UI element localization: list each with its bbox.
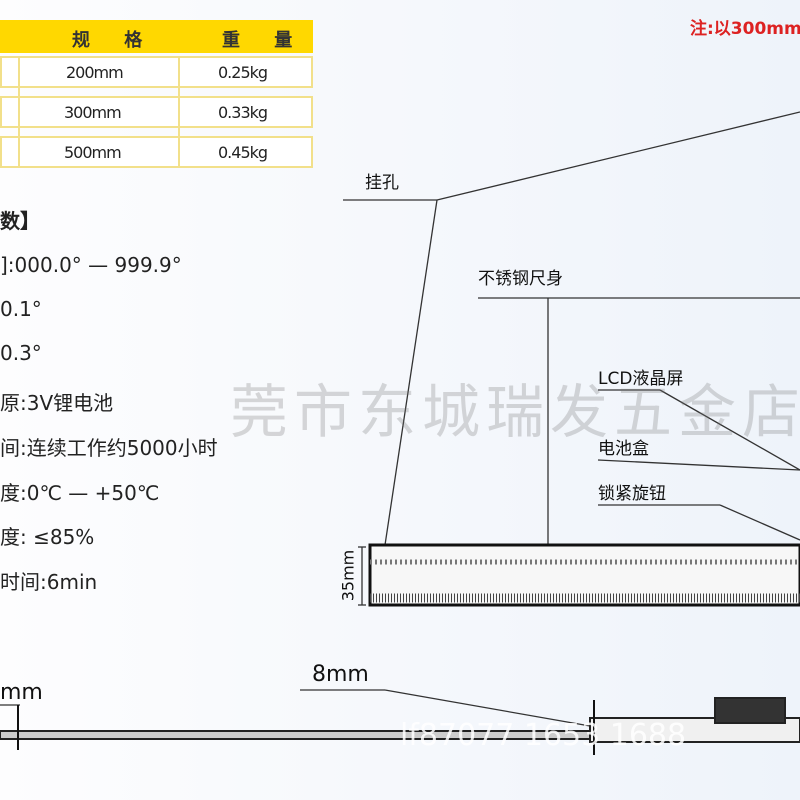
spec-line: 间:连续工作约5000小时 <box>0 436 218 460</box>
spec-line: 度:0℃ — +50℃ <box>0 481 160 505</box>
table-header <box>0 20 313 53</box>
spec-line: 时间:6min <box>0 570 98 594</box>
weight-cell: 0.45kg <box>218 143 268 162</box>
table-row <box>0 136 313 168</box>
label-lcd: LCD液晶屏 <box>598 369 684 389</box>
label-hang-hole: 挂孔 <box>365 173 399 193</box>
weight-cell: 0.25kg <box>218 63 268 82</box>
label-left-mm: mm <box>0 680 43 705</box>
watermark-id: lf87077 1653 1688 <box>400 718 687 753</box>
label-width: 35mm <box>338 549 358 602</box>
column-divider <box>178 56 180 168</box>
size-cell: 500mm <box>64 143 122 162</box>
label-battery: 电池盒 <box>598 439 649 459</box>
header-weight: 重 量 <box>222 30 307 51</box>
spec-line: 0.1° <box>0 297 42 321</box>
size-cell: 300mm <box>64 103 122 122</box>
table-row <box>0 96 313 128</box>
size-cell: 200mm <box>66 63 124 82</box>
spec-line: ]:000.0° — 999.9° <box>0 253 182 277</box>
spec-line: 原:3V锂电池 <box>0 391 114 415</box>
header-size: 规 格 <box>72 30 157 51</box>
table-row <box>0 56 313 88</box>
label-ruler-body: 不锈钢尺身 <box>478 269 563 289</box>
spec-line: 0.3° <box>0 341 42 365</box>
column-divider <box>18 56 20 168</box>
note-text: 注:以300mm <box>690 19 800 39</box>
label-lock-knob: 锁紧旋钮 <box>598 484 666 504</box>
spec-heading: 数】 <box>0 209 40 233</box>
weight-cell: 0.33kg <box>218 103 268 122</box>
spec-line: 度: ≤85% <box>0 525 95 549</box>
watermark: 莞市东城瑞发五金店 <box>230 378 800 446</box>
label-thickness: 8mm <box>312 662 369 687</box>
